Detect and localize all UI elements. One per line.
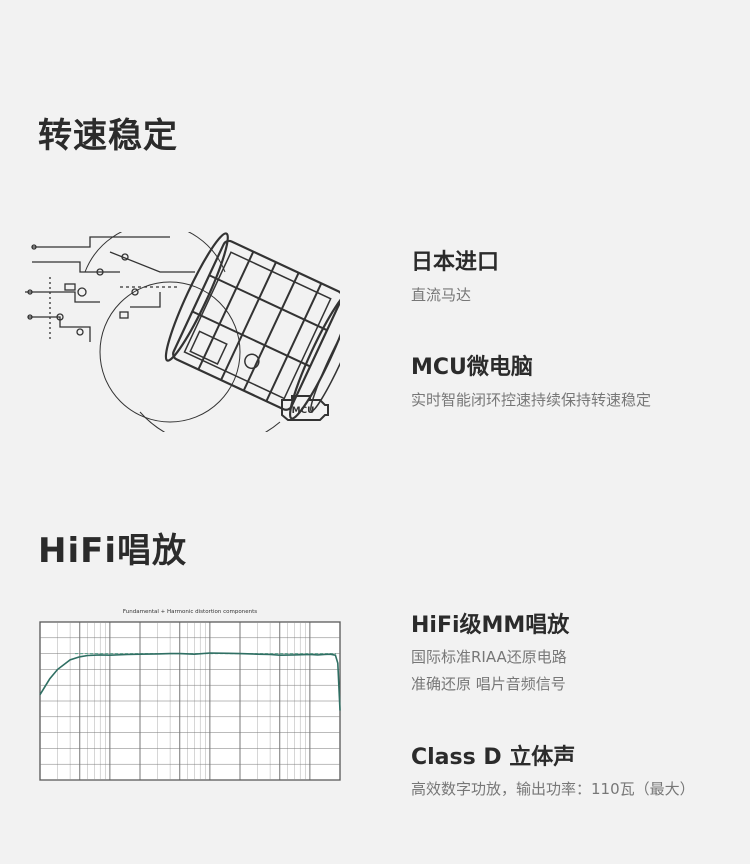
feature-desc-power: 高效数字功放，输出功率：110瓦（最大） <box>411 780 695 798</box>
chart-series-line <box>39 652 341 711</box>
motor-illustration: MCU <box>25 232 340 432</box>
chart-title: Fundamental + Harmonic distortion compon… <box>123 609 257 615</box>
section-title-hifi: HiFi唱放 <box>38 531 187 571</box>
feature-title-mcu: MCU微电脑 <box>411 355 533 380</box>
feature-desc-restore: 准确还原 唱片音频信号 <box>411 675 566 693</box>
feature-desc-mcu: 实时智能闭环控速持续保持转速稳定 <box>411 391 652 409</box>
feature-title-japan-motor: 日本进口 <box>411 250 500 275</box>
feature-desc-dc-motor: 直流马达 <box>411 286 472 304</box>
feature-desc-riaa: 国际标准RIAA还原电路 <box>411 648 567 666</box>
mcu-badge-text: MCU <box>292 406 315 416</box>
section-title-speed: 转速稳定 <box>38 116 178 156</box>
feature-title-class-d: Class D 立体声 <box>411 745 576 770</box>
mcu-engine-icon: MCU <box>281 395 329 421</box>
frequency-response-chart: Fundamental + Harmonic distortion compon… <box>39 609 341 781</box>
feature-title-mm-phono: HiFi级MM唱放 <box>411 613 570 638</box>
